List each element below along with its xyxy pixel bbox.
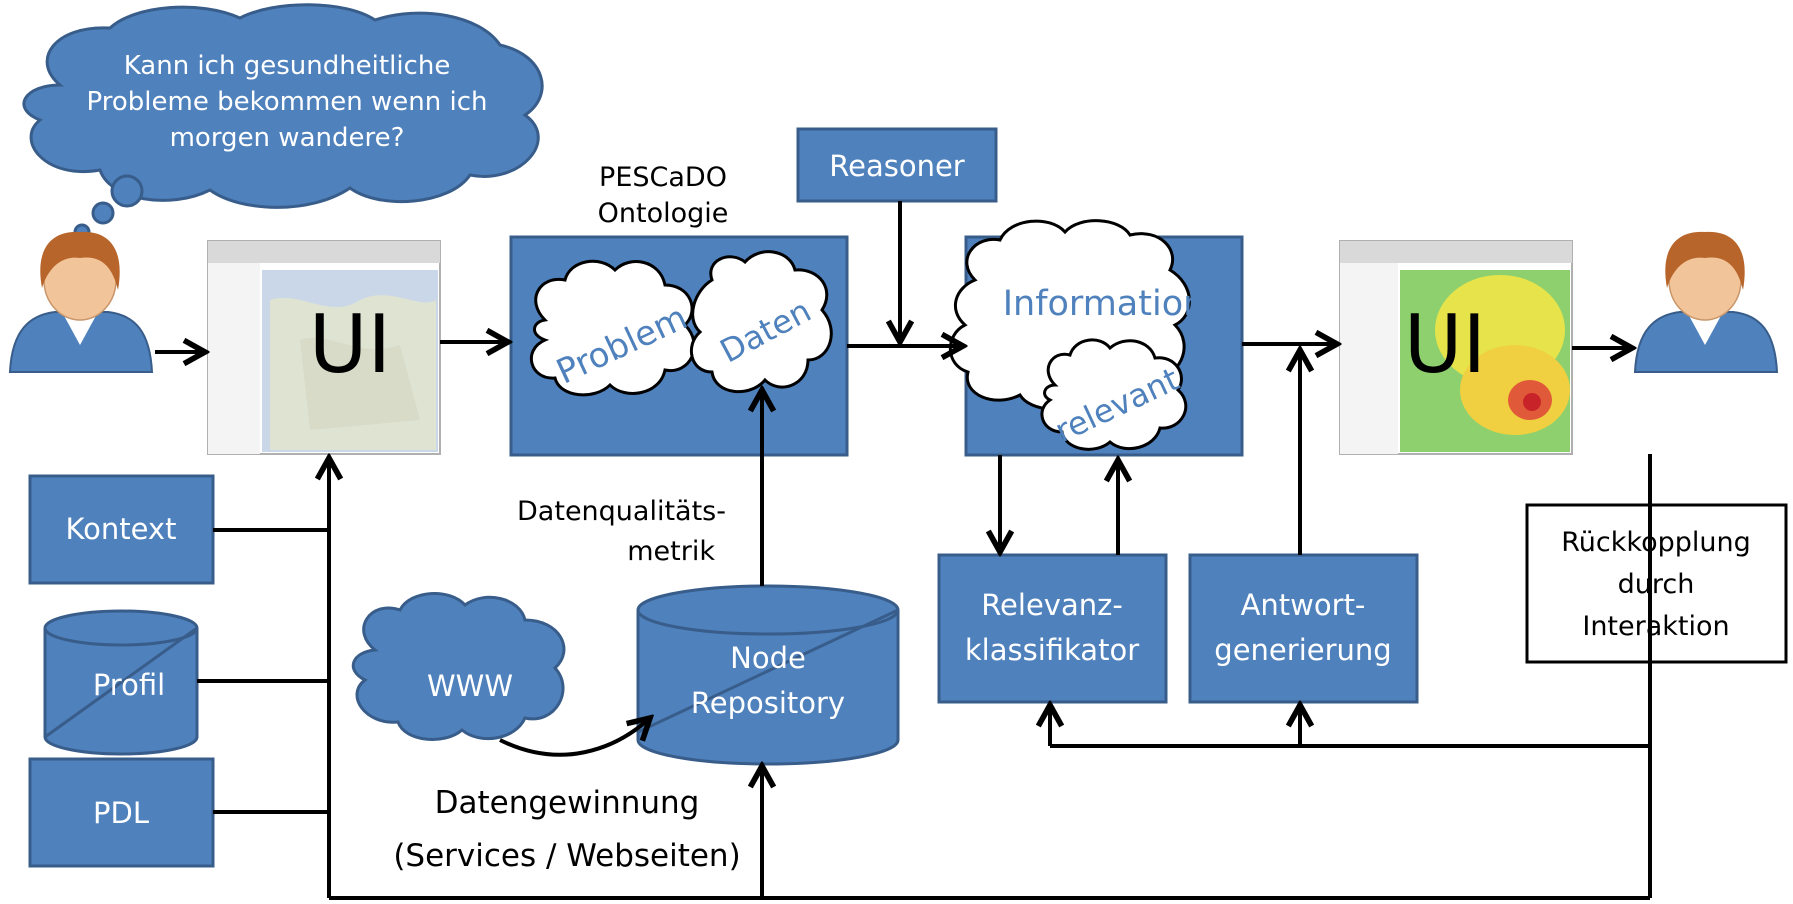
node-repo-line-1: Node	[730, 641, 806, 675]
node-repository-database: Node Repository	[636, 584, 900, 766]
reasoner-box	[796, 127, 998, 203]
antwort-line-1: Antwort-	[1241, 588, 1366, 622]
antwort-line-2: generierung	[1214, 633, 1391, 667]
feedback-line-3: Interaktion	[1582, 611, 1729, 642]
ui-right-label: UI	[1404, 298, 1486, 391]
feedback-line-1: Rückkopplung	[1561, 527, 1750, 558]
thought-bubble-medium	[91, 201, 115, 225]
pdl-text: PDL	[93, 796, 149, 830]
ontology-label-line-2: Ontologie	[598, 198, 729, 229]
kontext-box	[28, 474, 215, 585]
thought-line-3: morgen wandere?	[170, 123, 405, 153]
pdl-box	[28, 757, 215, 868]
ui-right-screenshot: UI	[1339, 240, 1573, 455]
www-text: WWW	[427, 669, 513, 703]
reasoner-text: Reasoner	[829, 149, 965, 183]
relevanz-line-1: Relevanz-	[981, 588, 1123, 622]
acquisition-label-line-1: Datengewinnung	[435, 785, 700, 821]
antwort-box	[1188, 553, 1419, 704]
thought-bubble-large	[110, 174, 144, 208]
thought-line-1: Kann ich gesundheitliche	[124, 51, 451, 81]
feedback-box	[1525, 503, 1788, 664]
daten-cloud: Daten	[690, 250, 833, 394]
relevanz-line-2: klassifikator	[965, 633, 1139, 667]
relevanz-box	[937, 553, 1168, 704]
problem-cloud: Problem	[529, 259, 696, 397]
www-cloud: WWW	[351, 592, 566, 741]
arrow-www-to-repository	[499, 718, 650, 757]
thought-cloud: Kann ich gesundheitliche Probleme bekomm…	[22, 3, 544, 241]
profil-database: Profil	[43, 609, 199, 756]
acquisition-label-line-2: (Services / Webseiten)	[393, 838, 740, 874]
ui-left-screenshot: UI	[207, 240, 441, 455]
kontext-text: Kontext	[66, 512, 177, 546]
quality-label-line-1: Datenqualitäts-	[517, 496, 726, 527]
ontology-label-line-1: PESCaDO	[599, 162, 727, 193]
information-text: Information	[1003, 284, 1206, 324]
profil-text: Profil	[93, 668, 165, 702]
feedback-line-2: durch	[1618, 569, 1695, 600]
quality-label-line-2: metrik	[627, 536, 715, 567]
thought-line-2: Probleme bekommen wenn ich	[87, 87, 488, 117]
user-right-icon	[1633, 231, 1779, 373]
connectors	[155, 201, 1652, 900]
ui-left-label: UI	[309, 298, 391, 391]
user-left-icon	[8, 231, 154, 373]
node-repo-line-2: Repository	[691, 686, 845, 720]
